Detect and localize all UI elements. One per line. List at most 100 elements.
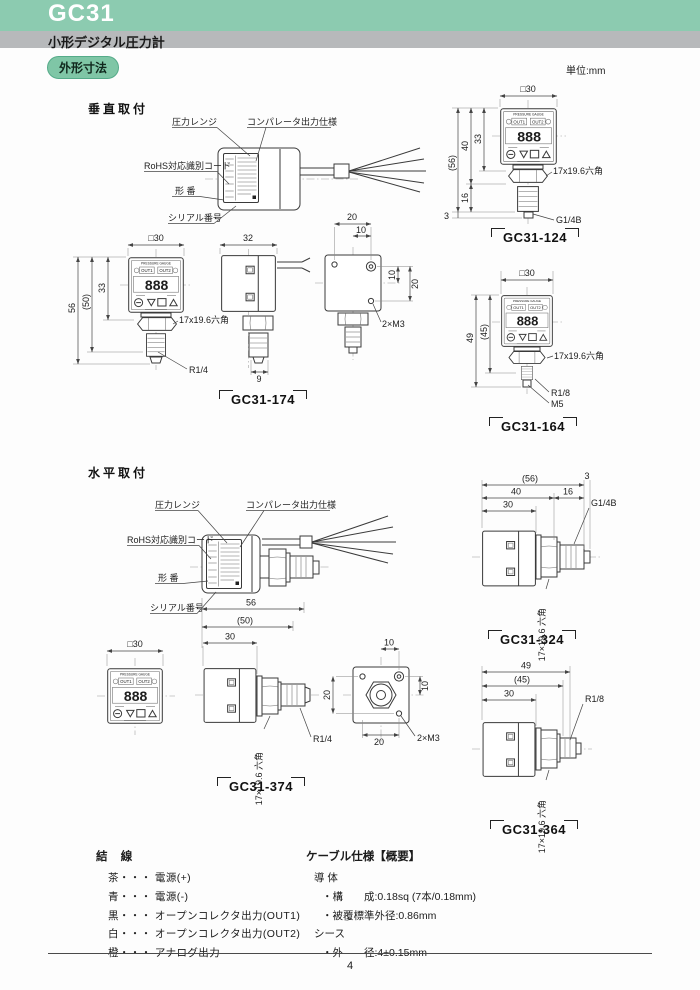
dim-rearv-20t: 20 bbox=[347, 212, 357, 222]
drawing-gc31-374: □30 30 17×19.6 六角 R1/4 bbox=[97, 632, 332, 805]
note-374-hex: 17×19.6 六角 bbox=[253, 752, 264, 805]
cable-wires bbox=[311, 515, 396, 564]
dim-rearv-20r: 20 bbox=[410, 279, 420, 289]
dim-rearh-10r: 10 bbox=[420, 681, 430, 691]
wiring-item-brown: 茶・・・ 電源(+) bbox=[108, 872, 192, 884]
note-124-hex: 17x19.6六角 bbox=[553, 165, 603, 176]
model-label-gc31-364: GC31-364 bbox=[490, 820, 578, 837]
wiring-title: 結 線 bbox=[96, 851, 138, 863]
dim-174-33: 33 bbox=[97, 283, 107, 293]
dim-374-50: (50) bbox=[237, 616, 253, 626]
model-label-gc31-324: GC31-324 bbox=[488, 630, 576, 647]
dim-174-9: 9 bbox=[256, 374, 261, 384]
drawing-rear-vertical: 20 10 10 20 2×M3 bbox=[315, 212, 420, 360]
callout-comparator: コンパレータ出力仕様 bbox=[247, 116, 337, 127]
callout-model-no: 形 番 bbox=[175, 185, 196, 196]
callout-pressure-range: 圧力レンジ bbox=[155, 499, 200, 510]
dim-124-33: 33 bbox=[473, 134, 483, 144]
dim-324-3: 3 bbox=[584, 471, 589, 481]
wiring-legend: 結 線 茶・・・ 電源(+) 青・・・ 電源(-) 黒・・・ オープンコレクタ出… bbox=[96, 848, 300, 964]
drawing-horizontal-callout: 圧力レンジ コンパレータ出力仕様 RoHS対応識別コード 形 番 シリアル番号 … bbox=[127, 499, 396, 648]
callout-serial: シリアル番号 bbox=[168, 212, 222, 223]
dim-174-56: 56 bbox=[67, 303, 77, 313]
callout-pressure-range: 圧力レンジ bbox=[172, 116, 217, 127]
callout-comparator: コンパレータ出力仕様 bbox=[246, 499, 336, 510]
dim-174-side-width: 32 bbox=[243, 233, 253, 243]
drawing-gc31-364: 49 (45) 30 R1/8 17×19.6 六角 bbox=[472, 661, 604, 853]
cable-insulation-od: ・被覆標準外径:0.86mm bbox=[322, 909, 437, 922]
dim-124-width: □30 bbox=[520, 84, 535, 94]
callout-rohs: RoHS対応識別コード bbox=[144, 160, 231, 171]
dim-174-50: (50) bbox=[81, 294, 91, 310]
dim-374-30: 30 bbox=[225, 632, 235, 642]
model-label-gc31-124: GC31-124 bbox=[491, 228, 579, 245]
cable-composition: ・構 成:0.18sq (7本/0.18mm) bbox=[322, 890, 477, 903]
dim-324-56: (56) bbox=[522, 474, 538, 484]
dim-324-16: 16 bbox=[563, 487, 573, 497]
note-174-port: R1/4 bbox=[189, 365, 208, 375]
dim-rearv-10t: 10 bbox=[356, 225, 366, 235]
footer-rule bbox=[48, 953, 652, 954]
dim-rearh-20b: 20 bbox=[374, 737, 384, 747]
dim-rearv-10r: 10 bbox=[387, 270, 397, 280]
page-title: GC31 bbox=[48, 0, 115, 27]
dim-124-total: (56) bbox=[447, 155, 457, 171]
note-164-hex: 17x19.6六角 bbox=[554, 350, 604, 361]
cable-sheath: シース bbox=[314, 928, 345, 941]
dim-374-width: □30 bbox=[127, 639, 142, 649]
drawing-rear-horizontal: 10 20 10 20 2×M3 bbox=[322, 638, 440, 748]
section-vertical-mount: 垂直取付 bbox=[88, 102, 149, 116]
dim-124-40: 40 bbox=[460, 141, 470, 151]
header-subtitle-band: 小形デジタル圧力計 bbox=[0, 31, 700, 50]
note-364-port: R1/8 bbox=[585, 694, 604, 704]
callout-rohs: RoHS対応識別コード bbox=[127, 534, 214, 545]
callout-serial: シリアル番号 bbox=[150, 602, 204, 613]
drawing-gc31-164: □30 (45) 49 17x19.6六角 R1/8 M5 bbox=[465, 268, 604, 409]
model-label-gc31-374: GC31-374 bbox=[217, 777, 305, 794]
dim-rearh-20l: 20 bbox=[322, 690, 332, 700]
dim-164-45: (45) bbox=[479, 324, 489, 340]
note-124-port: G1/4B bbox=[556, 215, 582, 225]
note-164-m5: M5 bbox=[551, 399, 564, 409]
page-number: 4 bbox=[346, 960, 354, 972]
header-band: GC31 bbox=[0, 0, 700, 31]
dim-174-width: □30 bbox=[148, 233, 163, 243]
dim-364-45: (45) bbox=[514, 675, 530, 685]
cable-wires bbox=[348, 147, 426, 193]
wiring-item-black: 黒・・・ オープンコレクタ出力(OUT1) bbox=[108, 909, 301, 922]
note-rearv-screws: 2×M3 bbox=[382, 319, 405, 329]
note-rearh-screws: 2×M3 bbox=[417, 733, 440, 743]
drawing-gc31-324: (56) 3 40 16 30 G1/4B 17×19.6 六角 bbox=[472, 471, 617, 661]
note-164-port: R1/8 bbox=[551, 388, 570, 398]
dim-124-3: 3 bbox=[444, 211, 449, 221]
dim-164-width: □30 bbox=[519, 268, 534, 278]
page-subtitle: 小形デジタル圧力計 bbox=[48, 35, 165, 50]
section-badge-dimensions: 外形寸法 bbox=[47, 56, 120, 79]
note-174-hex: 17x19.6六角 bbox=[179, 314, 229, 325]
model-label-gc31-174: GC31-174 bbox=[219, 390, 307, 407]
unit-note: 単位:mm bbox=[566, 66, 606, 77]
dim-324-40: 40 bbox=[511, 487, 521, 497]
dim-rearh-10t: 10 bbox=[384, 638, 394, 648]
drawing-vertical-callout: 圧力レンジ コンパレータ出力仕様 RoHS対応識別コード 形 番 シリアル番号 bbox=[144, 116, 426, 224]
model-label-gc31-164: GC31-164 bbox=[489, 417, 577, 434]
note-374-port: R1/4 bbox=[313, 734, 332, 744]
drawing-gc31-174: □30 33 (50) 56 17x19.6六角 R1/4 bbox=[67, 233, 311, 384]
dim-364-49: 49 bbox=[521, 661, 531, 671]
dim-324-30: 30 bbox=[503, 500, 513, 510]
note-324-port: G1/4B bbox=[591, 498, 617, 508]
drawing-gc31-124: □30 (56) 40 33 16 3 17x19.6六角 G1/4B bbox=[444, 84, 603, 225]
wiring-item-white: 白・・・ オープンコレクタ出力(OUT2) bbox=[108, 928, 301, 941]
note-324-hex: 17×19.6 六角 bbox=[536, 608, 547, 661]
cable-conductor: 導 体 bbox=[314, 872, 338, 884]
dim-374-56: 56 bbox=[246, 598, 256, 608]
callout-model-no: 形 番 bbox=[158, 572, 179, 583]
wiring-item-blue: 青・・・ 電源(-) bbox=[108, 890, 189, 903]
dim-124-16: 16 bbox=[460, 193, 470, 203]
dim-364-30: 30 bbox=[504, 689, 514, 699]
cable-title: ケーブル仕様【概要】 bbox=[306, 851, 421, 863]
cable-spec: ケーブル仕様【概要】 導 体 ・構 成:0.18sq (7本/0.18mm) ・… bbox=[306, 848, 476, 964]
section-horizontal-mount: 水平取付 bbox=[88, 466, 149, 480]
